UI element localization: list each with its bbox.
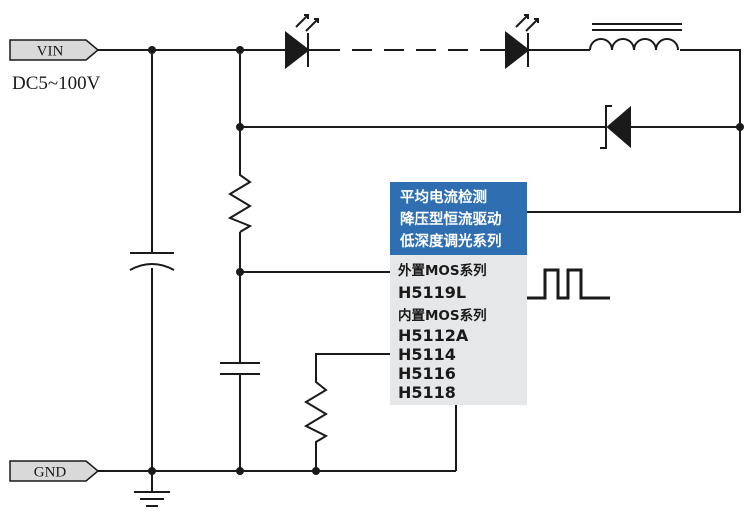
junction-dot xyxy=(148,46,156,54)
chip-header-line: 平均电流检测 xyxy=(400,188,487,206)
gnd-terminal xyxy=(9,460,100,482)
input-capacitor xyxy=(129,252,175,271)
vin-label: VIN xyxy=(37,44,64,60)
external-mos-model: H5119L xyxy=(398,283,466,302)
drain-to-chip-wire xyxy=(527,127,741,213)
junction-dots xyxy=(148,46,744,475)
sense-wire xyxy=(315,353,392,376)
chip-header-line: 低深度调光系列 xyxy=(399,232,502,250)
led-2-emission-arrow xyxy=(515,14,529,28)
vin-terminal xyxy=(9,39,100,61)
led-1-emission-arrow xyxy=(295,14,309,28)
chip-header xyxy=(390,182,527,255)
vin-range-label: DC5~100V xyxy=(12,73,101,94)
junction-dot xyxy=(148,467,156,475)
bias-resistor xyxy=(227,170,253,233)
led-2-emission-arrow xyxy=(525,18,539,32)
chip-model-list: 外置MOS系列 H5119L 内置MOS系列 H5112A H5114 H511… xyxy=(398,262,487,402)
led-1-emission-arrow xyxy=(305,18,319,32)
junction-dot xyxy=(236,46,244,54)
sense-resistor xyxy=(303,376,329,446)
inductor-to-right-wire xyxy=(680,49,741,127)
internal-mos-title: 内置MOS系列 xyxy=(398,307,487,324)
led-1 xyxy=(285,14,319,70)
junction-dot xyxy=(236,123,244,131)
chip-header-text: 平均电流检测 降压型恒流驱动 低深度调光系列 xyxy=(399,188,502,250)
chip-header-line: 降压型恒流驱动 xyxy=(400,210,502,228)
internal-mos-model: H5114 xyxy=(398,345,456,364)
external-mos-title: 外置MOS系列 xyxy=(398,262,487,279)
inductor xyxy=(589,23,682,51)
led-2 xyxy=(505,14,539,70)
filter-capacitor xyxy=(220,362,260,375)
internal-mos-model: H5112A xyxy=(398,326,469,345)
internal-mos-model: H5116 xyxy=(398,364,456,383)
freewheel-diode xyxy=(600,105,631,149)
junction-dot xyxy=(236,467,244,475)
gnd-label: GND xyxy=(34,465,67,481)
pwm-waveform xyxy=(527,268,610,300)
junction-dot xyxy=(236,268,244,276)
ground-symbol xyxy=(134,491,170,507)
internal-mos-model: H5118 xyxy=(398,383,456,402)
junction-dot xyxy=(312,467,320,475)
junction-dot xyxy=(736,123,744,131)
